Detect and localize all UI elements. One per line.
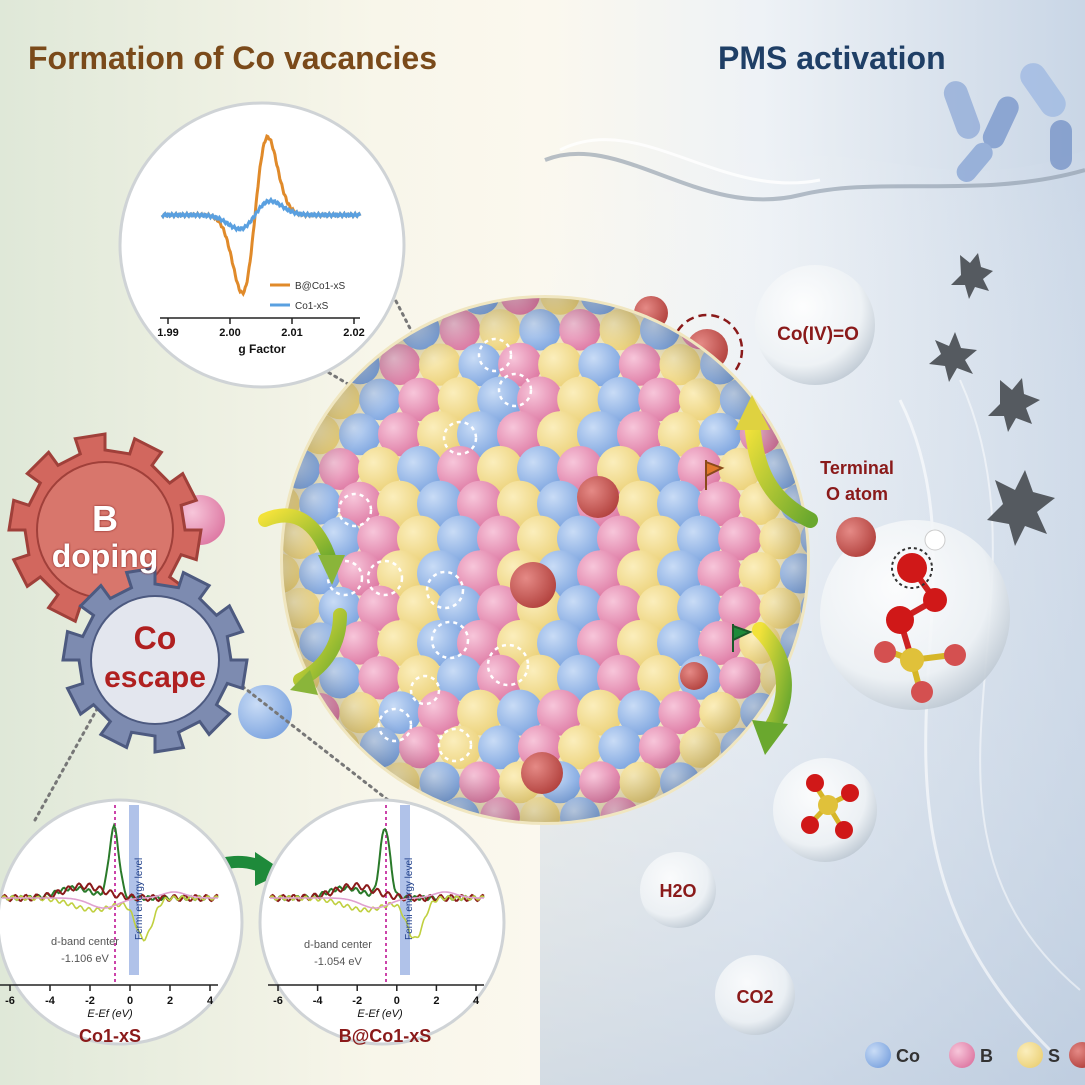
epr-legend-2: Co1-xS [295, 301, 329, 312]
dos-right-center-value: -1.054 eV [314, 956, 362, 968]
nanosphere [280, 295, 810, 825]
dos-right-chart: -6 -4 -2 0 2 4 Fermi energy level d-band cent… [258, 798, 506, 1046]
element-legend: Co B S [865, 1042, 1085, 1068]
dos-right-caption: B@Co1-xS [339, 1026, 432, 1046]
dos-tick-label: -2 [352, 995, 362, 1007]
dos-left-x-label: E-Ef (eV) [87, 1008, 133, 1020]
pms-particles [943, 63, 1072, 182]
legend-s: S [1048, 1046, 1060, 1066]
pms-molecule [874, 529, 966, 703]
terminal-label-2: O atom [826, 484, 888, 504]
co-iv-o-label: Co(IV)=O [777, 324, 859, 345]
dos-tick-label: 2 [167, 995, 173, 1007]
co-escape-line2: escape [104, 661, 206, 694]
dos-right-x-label: E-Ef (eV) [357, 1008, 403, 1020]
vacancy-markers [326, 337, 533, 763]
dos-tick-label: 0 [127, 995, 133, 1007]
co2-label: CO2 [736, 987, 773, 1007]
co-escape-line1: Co [133, 620, 177, 656]
h2o-label: H2O [659, 881, 696, 901]
dos-left-fermi-label: Fermi energy level [134, 858, 145, 940]
b-doping-line2: doping [51, 538, 159, 574]
epr-tick-label: 1.99 [157, 327, 178, 339]
epr-chart: 1.99 2.00 2.01 2.02 B@Co1-xS Co1-xS g Facto… [118, 101, 406, 389]
dos-tick-label: 4 [473, 995, 480, 1007]
dos-tick-label: -6 [273, 995, 283, 1007]
epr-tick-label: 2.02 [343, 327, 364, 339]
dos-left-caption: Co1-xS [79, 1026, 141, 1046]
epr-x-label: g Factor [238, 342, 286, 356]
left-title: Formation of Co vacancies [28, 40, 437, 76]
b-doping-line1: B [92, 498, 118, 539]
legend-co: Co [896, 1046, 920, 1066]
pollutant-splashes [929, 253, 1055, 546]
epr-tick-label: 2.01 [281, 327, 302, 339]
right-title: PMS activation [718, 40, 946, 76]
dos-tick-label: 4 [207, 995, 214, 1007]
terminal-label-1: Terminal [820, 458, 894, 478]
dos-tick-label: -4 [313, 995, 324, 1007]
gear-co-escape-icon [61, 566, 249, 754]
dos-left-center-value: -1.106 eV [61, 953, 109, 965]
epr-tick-label: 2.00 [219, 327, 240, 339]
dos-right-center-label: d-band center [304, 939, 372, 951]
dos-tick-label: 2 [433, 995, 439, 1007]
dos-tick-label: -6 [5, 995, 15, 1007]
dos-left-center-label: d-band center [51, 936, 119, 948]
legend-b: B [980, 1046, 993, 1066]
dos-tick-label: -2 [85, 995, 95, 1007]
dos-right-fermi-label: Fermi energy level [404, 858, 415, 940]
epr-legend-1: B@Co1-xS [295, 281, 345, 292]
dos-tick-label: 0 [394, 995, 400, 1007]
dos-tick-label: -4 [45, 995, 56, 1007]
dos-left-chart: -6 -4 -2 0 2 4 Fermi energy level d-band cent… [0, 798, 244, 1046]
sulfate-molecule [801, 774, 859, 839]
